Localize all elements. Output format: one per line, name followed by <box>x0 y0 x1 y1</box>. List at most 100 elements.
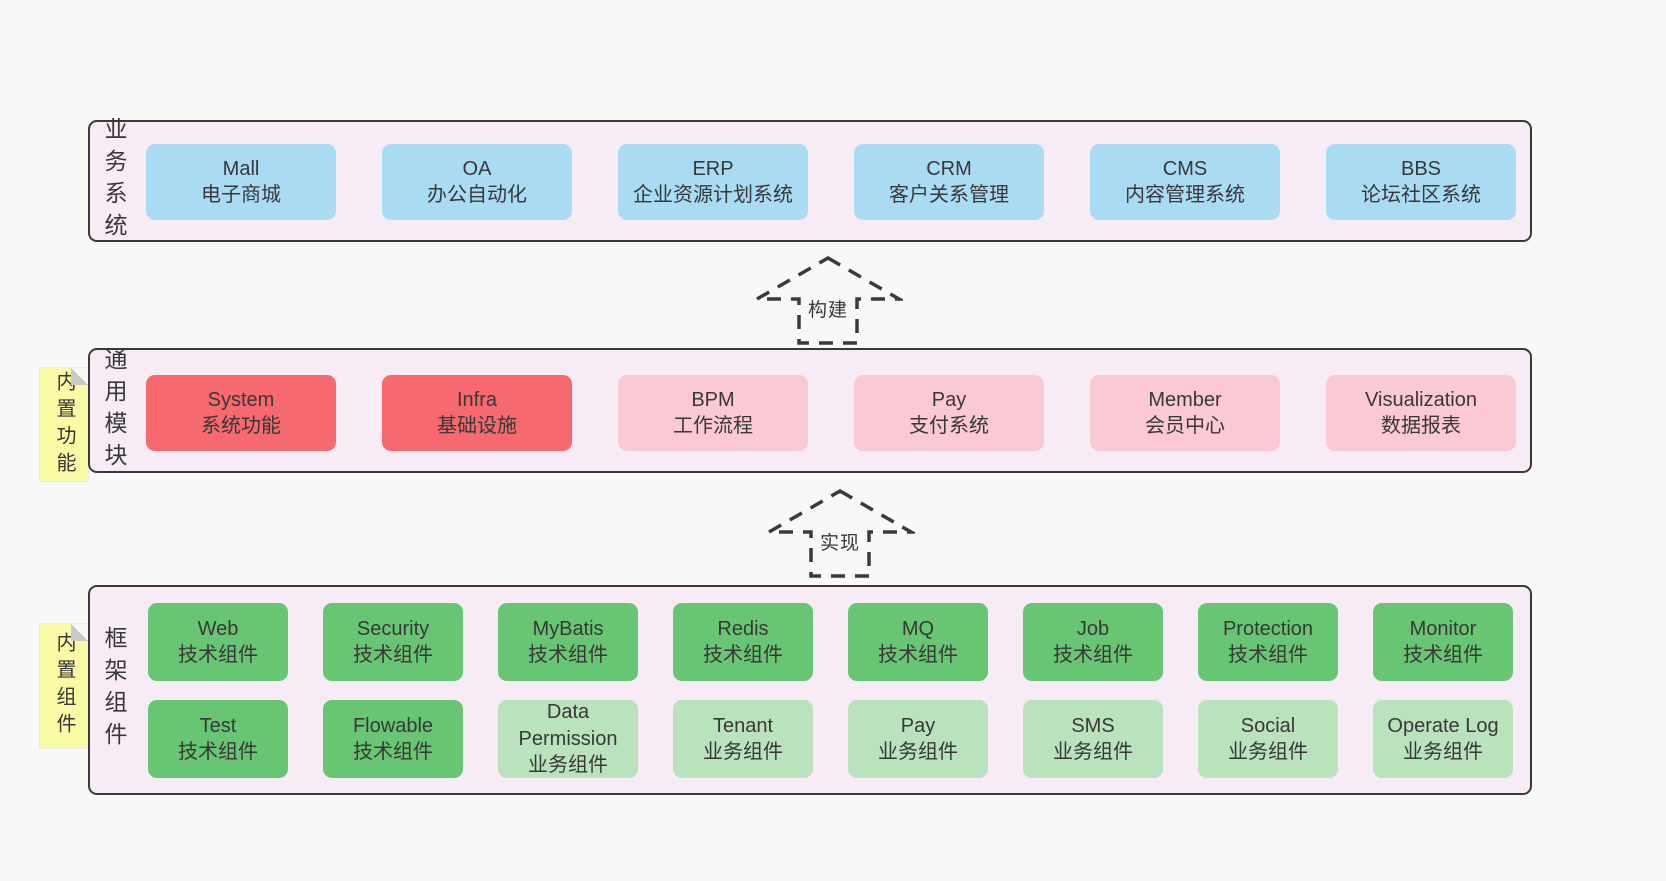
framework-components-row-1: Web 技术组件 Security 技术组件 MyBatis 技术组件 Redi… <box>148 603 1513 681</box>
box-member: Member 会员中心 <box>1090 375 1280 451</box>
box-title: Redis <box>717 617 769 640</box>
box-title: Visualization <box>1365 388 1477 411</box>
box-sms: SMS 业务组件 <box>1023 700 1163 778</box>
sticky-note-built-in-components: 内置组件 <box>40 624 88 748</box>
box-subtitle: 客户关系管理 <box>889 184 1009 206</box>
box-subtitle: 企业资源计划系统 <box>633 184 793 206</box>
box-subtitle: 电子商城 <box>201 184 281 206</box>
box-subtitle: 技术组件 <box>178 741 258 763</box>
box-title: BPM <box>691 388 735 411</box>
box-oa: OA 办公自动化 <box>382 144 572 220</box>
box-title: Infra <box>456 388 498 411</box>
box-redis: Redis 技术组件 <box>673 603 813 681</box>
box-subtitle: 技术组件 <box>878 644 958 666</box>
box-protection: Protection 技术组件 <box>1198 603 1338 681</box>
box-subtitle: 业务组件 <box>1228 741 1308 763</box>
box-test: Test 技术组件 <box>148 700 288 778</box>
box-title: Tenant <box>712 714 774 737</box>
box-subtitle: 工作流程 <box>673 415 753 437</box>
box-pay-module: Pay 支付系统 <box>854 375 1044 451</box>
box-subtitle: 办公自动化 <box>427 184 527 206</box>
arrow-outline <box>765 488 915 578</box>
arrow-label-implement: 实现 <box>816 527 864 556</box>
box-data-permission: Data Permission 业务组件 <box>498 700 638 778</box>
box-subtitle: 支付系统 <box>909 415 989 437</box>
box-subtitle: 技术组件 <box>353 644 433 666</box>
box-title: SMS <box>1071 714 1115 737</box>
box-title: OA <box>462 157 492 180</box>
box-web: Web 技术组件 <box>148 603 288 681</box>
box-subtitle: 业务组件 <box>703 741 783 763</box>
box-subtitle: 业务组件 <box>1053 741 1133 763</box>
box-subtitle: 论坛社区系统 <box>1361 184 1481 206</box>
box-bpm: BPM 工作流程 <box>618 375 808 451</box>
arrow-outline <box>753 255 903 345</box>
box-tenant: Tenant 业务组件 <box>673 700 813 778</box>
sticky-text: 内置组件 <box>53 632 75 740</box>
box-title: Test <box>199 714 237 737</box>
box-visualization: Visualization 数据报表 <box>1326 375 1516 451</box>
sticky-text: 内置功能 <box>53 370 75 479</box>
up-arrow-dashed-icon: 实现 <box>765 487 915 580</box>
box-title: Mall <box>222 157 260 180</box>
box-title: MQ <box>901 617 935 640</box>
box-title: Pay <box>931 388 967 411</box>
box-social: Social 业务组件 <box>1198 700 1338 778</box>
box-subtitle: 业务组件 <box>878 741 958 763</box>
common-modules-row: System 系统功能 Infra 基础设施 BPM 工作流程 Pay 支付系统… <box>146 375 1516 451</box>
box-subtitle: 内容管理系统 <box>1125 184 1245 206</box>
box-bbs: BBS 论坛社区系统 <box>1326 144 1516 220</box>
band-common-modules: 通用模块 System 系统功能 Infra 基础设施 BPM 工作流程 Pay… <box>88 346 1532 475</box>
box-title: CRM <box>926 157 972 180</box>
box-subtitle: 系统功能 <box>201 415 281 437</box>
box-flowable: Flowable 技术组件 <box>323 700 463 778</box>
up-arrow-dashed-icon: 构建 <box>753 254 903 347</box>
box-erp: ERP 企业资源计划系统 <box>618 144 808 220</box>
box-title: Job <box>1076 617 1110 640</box>
box-title: Web <box>197 617 239 640</box>
box-mall: Mall 电子商城 <box>146 144 336 220</box>
band-label-framework-components: 框架组件 <box>101 626 127 754</box>
framework-components-row-2: Test 技术组件 Flowable 技术组件 Data Permission … <box>148 700 1513 778</box>
box-title: Flowable <box>352 714 434 737</box>
box-crm: CRM 客户关系管理 <box>854 144 1044 220</box>
box-title: BBS <box>1400 157 1442 180</box>
box-title: Member <box>1148 388 1222 411</box>
box-subtitle: 业务组件 <box>1403 741 1483 763</box>
box-mq: MQ 技术组件 <box>848 603 988 681</box>
box-mybatis: MyBatis 技术组件 <box>498 603 638 681</box>
box-subtitle: 技术组件 <box>1228 644 1308 666</box>
box-subtitle: 技术组件 <box>1053 644 1133 666</box>
box-title: MyBatis <box>532 617 604 640</box>
box-pay-component: Pay 业务组件 <box>848 700 988 778</box>
box-title: Operate Log <box>1387 714 1499 737</box>
box-title: Protection <box>1222 617 1314 640</box>
box-subtitle: 技术组件 <box>178 644 258 666</box>
box-security: Security 技术组件 <box>323 603 463 681</box>
box-infra: Infra 基础设施 <box>382 375 572 451</box>
box-title: CMS <box>1162 157 1208 180</box>
box-subtitle: 会员中心 <box>1145 415 1225 437</box>
box-job: Job 技术组件 <box>1023 603 1163 681</box>
box-title: Security <box>356 617 430 640</box>
box-title: ERP <box>692 157 734 180</box>
box-title: Social <box>1240 714 1296 737</box>
box-subtitle: 技术组件 <box>1403 644 1483 666</box>
band-label-common-modules: 通用模块 <box>101 346 127 475</box>
band-label-business-systems: 业务系统 <box>101 117 127 245</box>
arrow-label-build: 构建 <box>804 294 852 323</box>
box-subtitle: 业务组件 <box>528 754 608 777</box>
box-title: Pay <box>900 714 936 737</box>
sticky-note-built-in-features: 内置功能 <box>40 368 88 481</box>
box-cms: CMS 内容管理系统 <box>1090 144 1280 220</box>
box-monitor: Monitor 技术组件 <box>1373 603 1513 681</box>
box-title: Data Permission <box>518 701 618 750</box>
box-title: Monitor <box>1409 617 1477 640</box>
box-subtitle: 技术组件 <box>353 741 433 763</box>
business-systems-row: Mall 电子商城 OA 办公自动化 ERP 企业资源计划系统 CRM 客户关系… <box>146 144 1516 220</box>
box-subtitle: 基础设施 <box>437 415 517 437</box>
box-system: System 系统功能 <box>146 375 336 451</box>
box-subtitle: 数据报表 <box>1381 415 1461 437</box>
box-title: System <box>207 388 275 411</box>
